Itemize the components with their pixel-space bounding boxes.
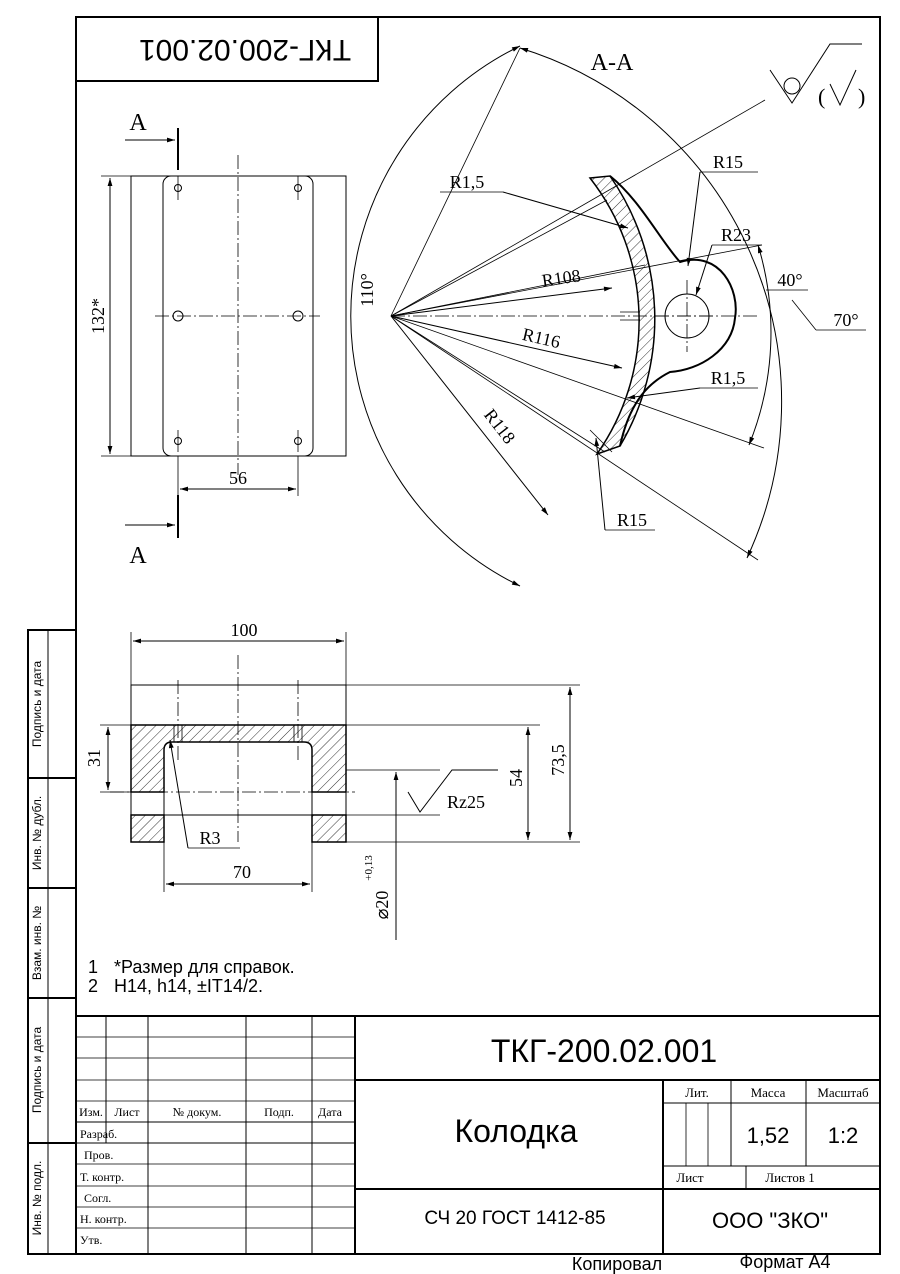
note-2-number: 2 (88, 976, 98, 996)
radius-r15-top: R15 (713, 152, 743, 172)
dim-70: 70 (233, 862, 251, 882)
col-header-rev: Изм. (79, 1105, 103, 1119)
col-header-sign: Подп. (264, 1105, 294, 1119)
section-view: А-А ( ) (350, 43, 866, 587)
code-stamp: ТКГ-200.02.001 (75, 16, 379, 82)
angle-40: 40° (777, 270, 802, 290)
dim-100: 100 (231, 620, 258, 640)
sheet-frame (75, 16, 881, 1255)
role-developer: Разраб. (80, 1127, 117, 1141)
dim-73-5: 73,5 (548, 744, 568, 776)
footer-format: Формат А4 (740, 1252, 831, 1272)
footer-copied: Копировал (572, 1254, 662, 1274)
dim-height: 132* (88, 298, 108, 334)
material: СЧ 20 ГОСТ 1412-85 (424, 1208, 605, 1229)
side-stamp-sign-date-2: Подпись и дата (30, 1027, 44, 1114)
note-2-text: H14, h14, ±IT14/2. (114, 976, 263, 996)
role-checker: Пров. (84, 1148, 113, 1162)
sheets-label: Листов 1 (765, 1170, 814, 1185)
side-stamp-repl-inv: Взам. инв. № (30, 906, 44, 980)
radius-r1-5-top: R1,5 (450, 172, 485, 192)
radius-r15-bottom: R15 (617, 510, 647, 530)
dim-31: 31 (84, 749, 104, 767)
radius-r108: R108 (540, 265, 581, 290)
mass-value: 1,52 (747, 1123, 790, 1148)
side-stamp-sign-date-1: Подпись и дата (30, 661, 44, 748)
front-view: А А 132* 56 (88, 110, 347, 569)
side-view: 100 70 31 54 73,5 ⌀20 +0,13 Rz25 R3 (84, 620, 580, 940)
section-mark-top: А (129, 110, 147, 136)
col-header-date: Дата (318, 1105, 343, 1119)
scale-value: 1:2 (828, 1123, 859, 1148)
role-approved: Утв. (80, 1233, 102, 1247)
angle-total: 110° (357, 273, 377, 307)
radius-r3: R3 (199, 828, 220, 848)
section-label: А-А (591, 50, 634, 76)
role-norm-control: Н. контр. (80, 1212, 127, 1226)
dim-width: 56 (229, 468, 247, 488)
roughness-rz: Rz25 (447, 792, 485, 812)
section-mark-bottom: А (129, 543, 147, 569)
col-header-doc: № докум. (173, 1105, 222, 1119)
title-block: Изм. Лист № докум. Подп. Дата Разраб. Пр… (76, 1015, 880, 1254)
notes: 1 *Размер для справок. 2 H14, h14, ±IT14… (88, 957, 295, 996)
dim-bore-tolerance: +0,13 (363, 855, 375, 881)
col-header-sheet: Лист (114, 1105, 140, 1119)
designation: ТКГ-200.02.001 (491, 1033, 717, 1069)
svg-text:(: ( (818, 84, 825, 109)
scale-label: Масштаб (817, 1085, 869, 1100)
radius-r116: R116 (520, 324, 562, 352)
svg-text:): ) (858, 84, 865, 109)
radius-r23: R23 (721, 225, 751, 245)
radius-r118: R118 (480, 405, 519, 448)
note-1-number: 1 (88, 957, 98, 977)
organization: ООО "ЗКО" (712, 1208, 828, 1233)
dim-bore: ⌀20 (372, 891, 392, 920)
dim-54: 54 (506, 769, 526, 787)
side-stamp: Подпись и дата Инв. № дубл. Взам. инв. №… (27, 629, 77, 1255)
radius-r1-5-bottom: R1,5 (711, 368, 746, 388)
role-agreed: Согл. (84, 1191, 111, 1205)
role-tech-control: Т. контр. (80, 1170, 124, 1184)
lit-label: Лит. (685, 1085, 709, 1100)
mass-label: Масса (751, 1085, 786, 1100)
part-name: Колодка (454, 1113, 577, 1149)
sheet-label: Лист (676, 1170, 704, 1185)
side-stamp-orig-inv: Инв. № подл. (30, 1161, 44, 1236)
code-stamp-text: ТКГ-200.02.001 (139, 33, 351, 66)
note-1-text: *Размер для справок. (114, 957, 295, 977)
side-stamp-dup-inv: Инв. № дубл. (30, 796, 44, 870)
angle-70: 70° (833, 310, 858, 330)
roughness-symbol: ( ) (769, 43, 865, 109)
